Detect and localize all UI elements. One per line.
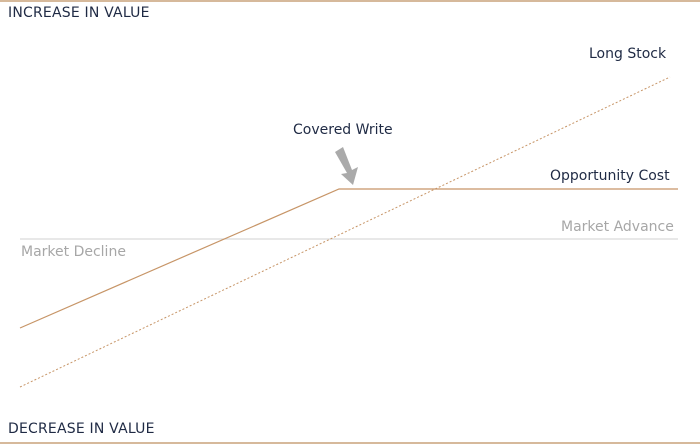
long-stock-line: [19, 76, 671, 388]
decrease-in-value-label: DECREASE IN VALUE: [8, 421, 155, 437]
covered-write-label: Covered Write: [293, 122, 393, 138]
covered-write-line: [19, 188, 678, 329]
market-advance-label: Market Advance: [561, 219, 674, 235]
increase-in-value-label: INCREASE IN VALUE: [8, 5, 150, 21]
long-stock-label: Long Stock: [589, 46, 667, 62]
market-decline-label: Market Decline: [21, 244, 126, 260]
down-arrow-icon: [335, 147, 358, 185]
opportunity-cost-label: Opportunity Cost: [550, 168, 670, 184]
